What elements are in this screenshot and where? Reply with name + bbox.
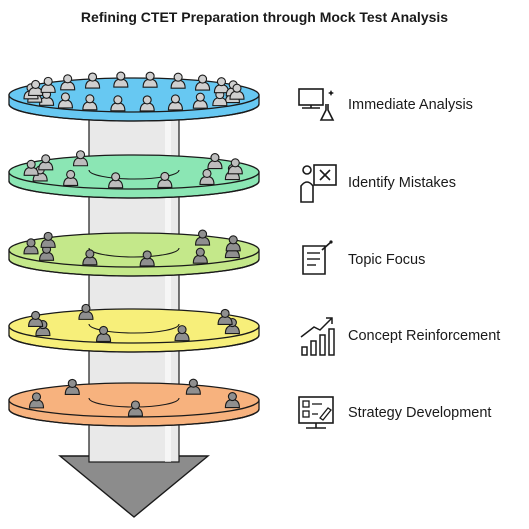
person-icon bbox=[38, 154, 54, 171]
stage-label-topic-focus: Topic Focus bbox=[348, 252, 426, 268]
stage-label-identify-mistakes: Identify Mistakes bbox=[348, 175, 456, 191]
stage-label-strategy-development: Strategy Development bbox=[348, 405, 492, 421]
person-icon bbox=[110, 95, 126, 112]
person-icon bbox=[167, 94, 183, 111]
person-icon bbox=[40, 231, 56, 248]
person-icon bbox=[39, 89, 55, 106]
person-icon bbox=[63, 169, 79, 187]
person-icon bbox=[227, 158, 243, 175]
person-icon bbox=[28, 310, 44, 328]
person-icon bbox=[23, 159, 39, 176]
person-icon bbox=[185, 378, 201, 395]
person-icon bbox=[139, 95, 155, 112]
person-icon bbox=[199, 168, 215, 186]
person-icon bbox=[225, 235, 241, 252]
person-icon bbox=[229, 83, 245, 100]
person-icon bbox=[195, 74, 211, 91]
person-icon bbox=[195, 229, 211, 246]
person-icon bbox=[28, 79, 44, 97]
stage-label-concept-reinforcement: Concept Reinforcement bbox=[348, 328, 501, 344]
person-icon bbox=[23, 238, 39, 255]
person-icon bbox=[60, 74, 76, 91]
person-icon bbox=[96, 325, 112, 343]
person-x-icon bbox=[300, 164, 337, 203]
person-icon bbox=[213, 77, 229, 94]
disk-topic-focus bbox=[8, 229, 260, 277]
person-icon bbox=[192, 92, 208, 109]
person-icon bbox=[217, 308, 233, 325]
disk-concept-reinforcement bbox=[8, 303, 260, 353]
person-icon bbox=[174, 325, 190, 342]
person-icon bbox=[64, 378, 80, 395]
person-icon bbox=[170, 72, 186, 89]
person-icon bbox=[57, 92, 73, 109]
person-icon bbox=[224, 391, 240, 409]
disk-immediate-analysis bbox=[8, 71, 260, 122]
person-icon bbox=[78, 303, 94, 320]
bar-chart-growth-icon bbox=[300, 317, 335, 356]
stage-label-immediate-analysis: Immediate Analysis bbox=[348, 97, 473, 113]
person-icon bbox=[207, 153, 223, 170]
person-icon bbox=[85, 72, 101, 89]
person-icon bbox=[142, 71, 158, 88]
person-icon bbox=[113, 71, 129, 88]
person-icon bbox=[82, 249, 98, 266]
person-icon bbox=[28, 392, 45, 409]
computer-lab-icon bbox=[298, 88, 335, 121]
person-icon bbox=[108, 172, 124, 189]
person-icon bbox=[192, 247, 208, 264]
disk-identify-mistakes bbox=[8, 150, 260, 199]
dashboard-icon bbox=[298, 396, 334, 429]
diagram-title: Refining CTET Preparation through Mock T… bbox=[80, 9, 449, 25]
document-icon bbox=[302, 240, 333, 275]
person-icon bbox=[82, 94, 98, 111]
disk-strategy-development bbox=[8, 378, 260, 427]
bottom-arrow bbox=[58, 455, 210, 518]
person-icon bbox=[139, 250, 155, 267]
person-icon bbox=[157, 171, 173, 188]
person-icon bbox=[72, 150, 89, 167]
person-icon bbox=[127, 400, 144, 417]
person-icon bbox=[40, 76, 56, 93]
